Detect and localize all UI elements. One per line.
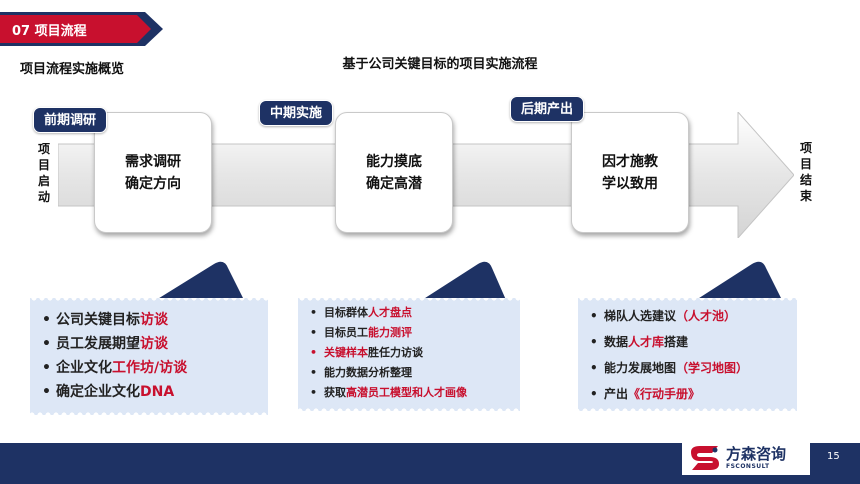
diagram-title: 基于公司关键目标的项目实施流程 [342,57,538,72]
implementation-detail-list: 目标群体人才盘点 目标员工能力测评 关键样本胜任力访谈 能力数据分析整理 获取高… [310,303,510,403]
list-item: 能力发展地图（学习地图） [590,355,787,381]
list-item: 数据人才库搭建 [590,329,787,355]
list-item: 目标员工能力测评 [310,323,510,343]
output-detail-list: 梯队人选建议（人才池） 数据人才库搭建 能力发展地图（学习地图） 产出《行动手册… [590,303,787,407]
step-line: 确定方向 [125,175,181,192]
output-detail-panel: 梯队人选建议（人才池） 数据人才库搭建 能力发展地图（学习地图） 产出《行动手册… [578,298,797,411]
step-line: 因才施教 [602,153,658,170]
panel-flap-1 [156,261,244,300]
section-title-bar: 07 项目流程 [0,12,163,46]
research-detail-panel: 公司关键目标访谈 员工发展期望访谈 企业文化工作坊/访谈 确定企业文化DNA [30,298,268,415]
list-item: 产出《行动手册》 [590,381,787,407]
phase-tag-late: 后期产出 [510,96,585,122]
list-item: 公司关键目标访谈 [42,308,258,332]
logo-text: 方森咨询 FSCONSULT [726,444,787,471]
logo-chinese-name: 方森咨询 [726,444,787,463]
company-logo: 方森咨询 FSCONSULT [682,441,810,475]
section-title: 07 项目流程 [12,24,87,39]
implementation-detail-panel: 目标群体人才盘点 目标员工能力测评 关键样本胜任力访谈 能力数据分析整理 获取高… [298,298,520,411]
panel-flap-3 [696,261,782,300]
phase-tag-early: 前期调研 [33,107,108,133]
step-card-implementation: 能力摸底 确定高潜 [335,112,453,233]
list-item: 梯队人选建议（人才池） [590,303,787,329]
list-item: 获取高潜员工模型和人才画像 [310,383,510,403]
project-end-label: 项目结束 [799,141,812,203]
logo-mark-icon [691,446,719,470]
step-line: 确定高潜 [366,175,422,192]
page-number: 15 [827,451,840,462]
list-item: 员工发展期望访谈 [42,332,258,356]
step-line: 需求调研 [125,153,181,170]
step-card-output: 因才施教 学以致用 [571,112,689,233]
list-item: 目标群体人才盘点 [310,303,510,323]
panel-flap-2 [422,261,506,300]
list-item: 能力数据分析整理 [310,363,510,383]
title-bar-shape [0,12,163,46]
step-line: 学以致用 [602,175,658,192]
logo-english-name: FSCONSULT [726,462,770,470]
page-subtitle: 项目流程实施概览 [20,62,125,77]
step-line: 能力摸底 [366,153,422,170]
phase-tag-middle: 中期实施 [259,100,334,126]
research-detail-list: 公司关键目标访谈 员工发展期望访谈 企业文化工作坊/访谈 确定企业文化DNA [42,308,258,404]
list-item: 关键样本胜任力访谈 [310,343,510,363]
list-item: 确定企业文化DNA [42,380,258,404]
list-item: 企业文化工作坊/访谈 [42,356,258,380]
project-start-label: 项目启动 [37,142,50,204]
step-card-research: 需求调研 确定方向 [94,112,212,233]
